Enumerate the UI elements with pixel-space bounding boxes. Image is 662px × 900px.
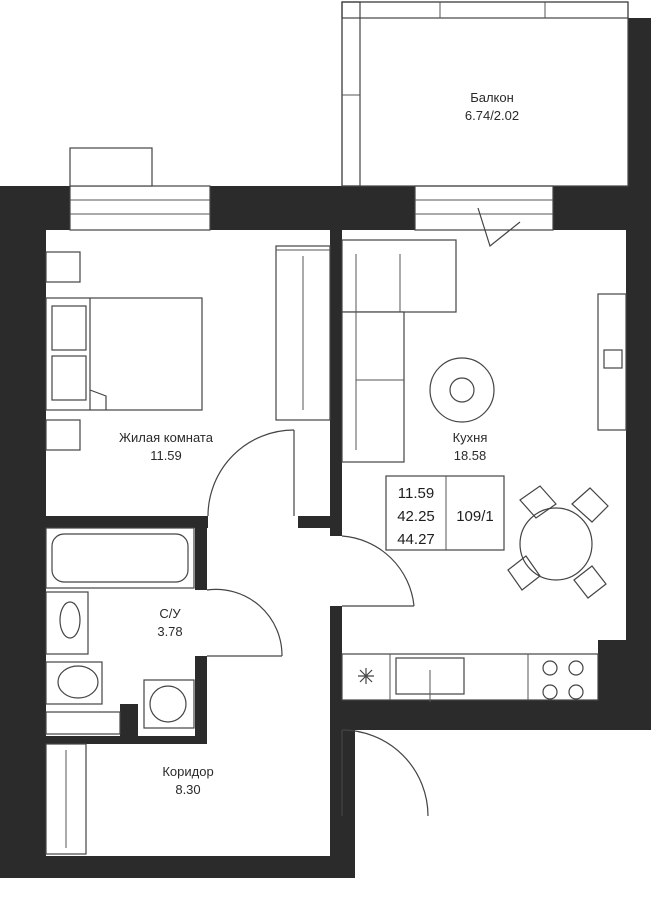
interior-walls xyxy=(46,228,342,744)
living-room-area: 11.59 xyxy=(150,448,182,463)
balcony-area: 6.74/2.02 xyxy=(465,108,519,123)
bathroom-area: 3.78 xyxy=(157,624,182,639)
kitchen-furniture xyxy=(341,239,627,702)
windows xyxy=(69,147,554,231)
info-total-area-balcony: 44.27 xyxy=(397,531,435,548)
living-furniture xyxy=(45,245,331,517)
balcony-name: Балкон xyxy=(470,90,514,105)
living-room-name: Жилая комната xyxy=(119,430,214,445)
info-apartment-number: 109/1 xyxy=(456,508,494,525)
bathroom-furniture xyxy=(45,527,283,735)
info-living-area: 11.59 xyxy=(398,485,434,502)
balcony xyxy=(341,1,629,248)
corridor-area: 8.30 xyxy=(175,782,200,797)
exterior-walls xyxy=(0,18,651,878)
area-info-box: 11.59 42.25 44.27 109/1 xyxy=(385,475,505,551)
corridor-furniture xyxy=(45,729,429,855)
bathroom-name: С/У xyxy=(159,606,181,621)
info-total-area: 42.25 xyxy=(397,508,435,525)
corridor-name: Коридор xyxy=(162,764,213,779)
kitchen-name: Кухня xyxy=(453,430,488,445)
kitchen-area: 18.58 xyxy=(454,448,487,463)
